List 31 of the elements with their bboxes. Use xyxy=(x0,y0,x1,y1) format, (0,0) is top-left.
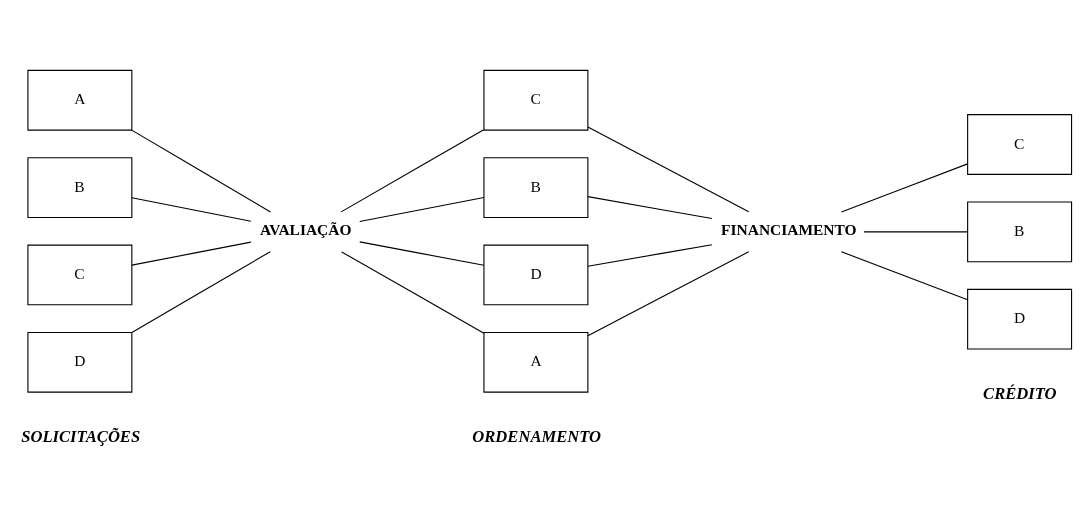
node-box: D xyxy=(483,244,589,305)
node-box: C xyxy=(27,244,133,305)
node-box: A xyxy=(483,331,589,393)
node-text: AVALIAÇÃO xyxy=(260,220,352,238)
connector xyxy=(863,230,968,232)
connector xyxy=(131,250,271,333)
node-box: B xyxy=(483,156,589,218)
node-box: A xyxy=(27,69,133,131)
connector xyxy=(340,128,485,212)
connector xyxy=(359,240,485,266)
connector xyxy=(359,196,485,222)
connector xyxy=(840,162,969,212)
node-text: FINANCIAMENTO xyxy=(721,220,857,238)
node-box: D xyxy=(967,288,1073,350)
connector xyxy=(840,250,969,300)
label: SOLICITAÇÕES xyxy=(21,426,141,446)
connector xyxy=(587,195,713,219)
label: CRÉDITO xyxy=(983,383,1057,403)
connector xyxy=(131,241,252,266)
node-box: C xyxy=(967,113,1073,175)
node-box: D xyxy=(27,331,133,393)
label: ORDENAMENTO xyxy=(472,426,602,446)
connector xyxy=(587,243,713,267)
node-box: B xyxy=(967,200,1073,262)
connector xyxy=(587,126,750,212)
connector xyxy=(587,250,750,336)
connector xyxy=(341,250,485,334)
connector xyxy=(131,196,252,222)
node-box: B xyxy=(27,156,133,218)
connector xyxy=(131,129,271,212)
node-box: C xyxy=(483,69,589,131)
